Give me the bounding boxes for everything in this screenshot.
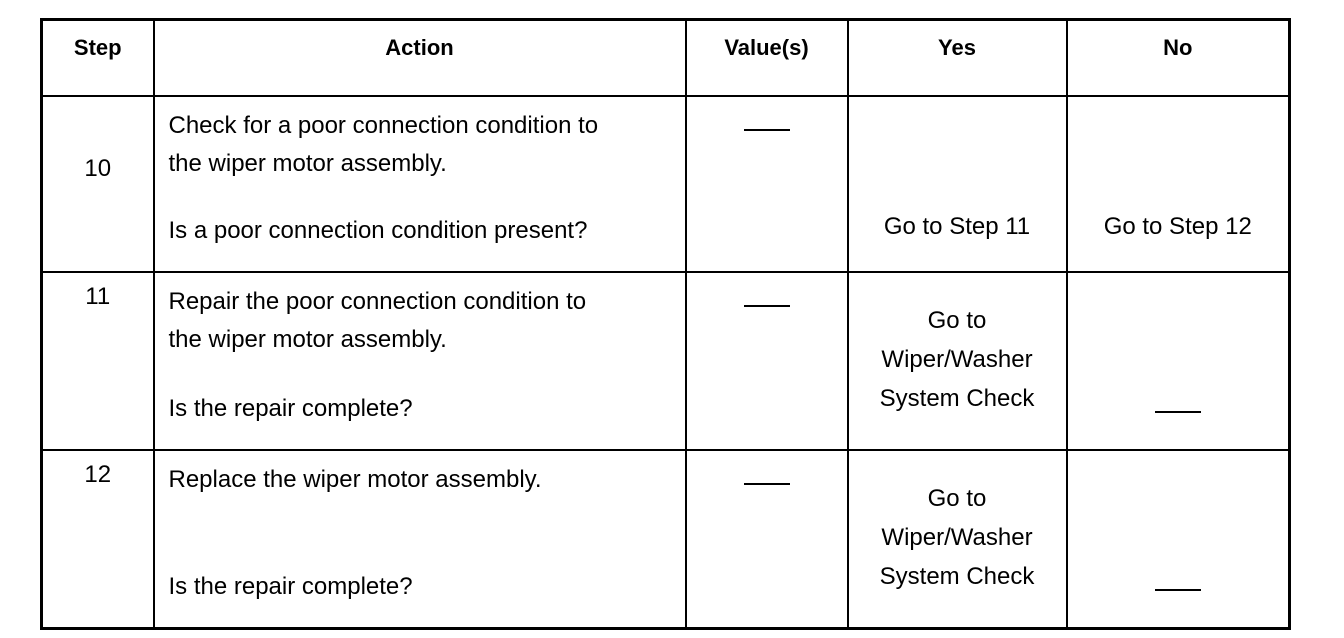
- yes-result: System Check: [879, 562, 1035, 590]
- header-action: Action: [152, 18, 687, 97]
- action-text: Repair the poor connection condition to: [168, 287, 587, 315]
- step-cell: 12: [40, 448, 155, 629]
- not-applicable-dash: [743, 304, 790, 307]
- action-text: the wiper motor assembly.: [168, 325, 447, 353]
- action-cell: Repair the poor connection condition to …: [152, 270, 687, 451]
- no-cell: Go to Step 12: [1065, 94, 1291, 273]
- no-cell: [1065, 448, 1291, 629]
- action-question: Is a poor connection condition present?: [168, 216, 588, 244]
- header-yes: Yes: [846, 18, 1068, 97]
- yes-result: Go to: [927, 306, 987, 334]
- step-cell: 11: [40, 270, 155, 451]
- action-text: Replace the wiper motor assembly.: [168, 465, 542, 493]
- action-cell: Replace the wiper motor assembly. Is the…: [152, 448, 687, 629]
- yes-result: Go to: [927, 484, 987, 512]
- step-cell: 10: [40, 94, 155, 273]
- action-question: Is the repair complete?: [168, 572, 413, 600]
- yes-result: Wiper/Washer: [881, 523, 1033, 551]
- no-cell: [1065, 270, 1291, 451]
- step-number: 10: [84, 154, 112, 182]
- yes-cell: Go to Wiper/Washer System Check: [846, 448, 1068, 629]
- action-question: Is the repair complete?: [168, 394, 413, 422]
- table-row: 10 Check for a poor connection condition…: [40, 94, 1291, 273]
- header-step: Step: [40, 18, 155, 97]
- diagnostic-table: Step Action Value(s) Yes No 10 Check for…: [40, 18, 1291, 630]
- step-number: 11: [85, 282, 111, 310]
- action-cell: Check for a poor connection condition to…: [152, 94, 687, 273]
- not-applicable-dash: [1154, 588, 1201, 591]
- step-number: 12: [84, 460, 112, 488]
- header-row: Step Action Value(s) Yes No: [40, 18, 1291, 97]
- action-text: the wiper motor assembly.: [168, 149, 447, 177]
- yes-result: System Check: [879, 384, 1035, 412]
- action-text: Check for a poor connection condition to: [168, 111, 599, 139]
- value-cell: [684, 94, 849, 273]
- not-applicable-dash: [743, 482, 790, 485]
- not-applicable-dash: [1154, 410, 1201, 413]
- table-row: 11 Repair the poor connection condition …: [40, 270, 1291, 451]
- value-cell: [684, 448, 849, 629]
- yes-result: Wiper/Washer: [881, 345, 1033, 373]
- yes-cell: Go to Step 11: [846, 94, 1068, 273]
- header-no: No: [1065, 18, 1291, 97]
- yes-cell: Go to Wiper/Washer System Check: [846, 270, 1068, 451]
- header-values: Value(s): [684, 18, 849, 97]
- not-applicable-dash: [743, 128, 790, 131]
- yes-result: Go to Step 11: [883, 212, 1031, 240]
- table-row: 12 Replace the wiper motor assembly. Is …: [40, 448, 1291, 629]
- no-result: Go to Step 12: [1103, 212, 1252, 240]
- value-cell: [684, 270, 849, 451]
